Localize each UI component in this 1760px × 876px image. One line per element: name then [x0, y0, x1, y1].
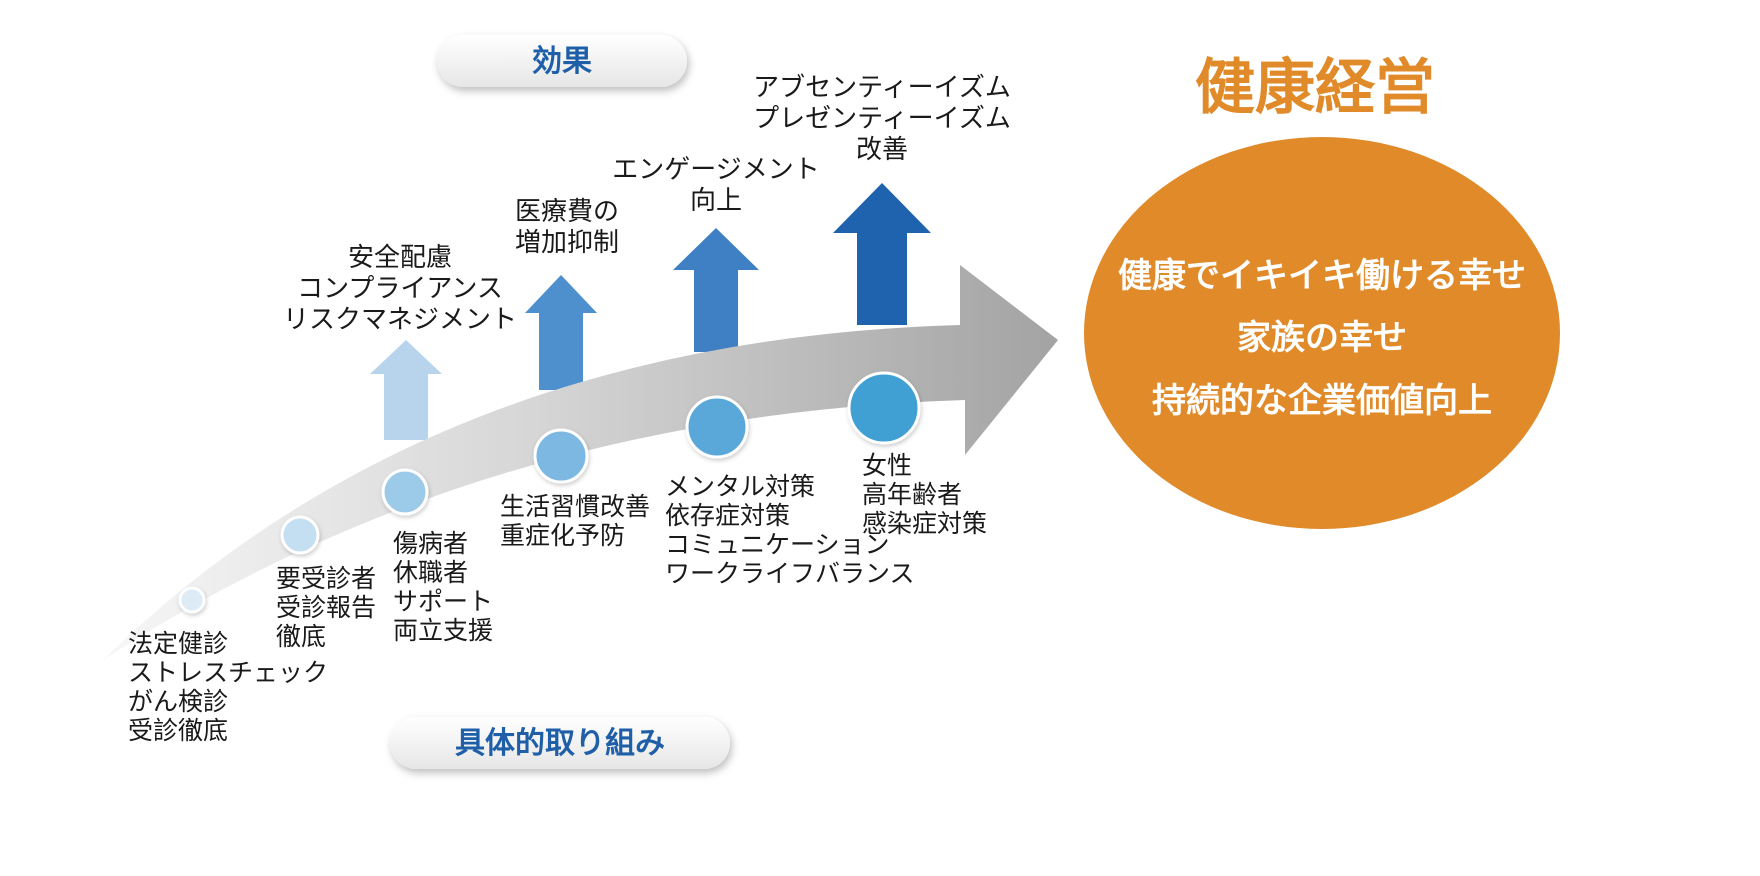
goal-line-1: 健康でイキイキ働ける幸せ [1118, 256, 1526, 296]
effect-label-3-line-2: 向上 [690, 186, 742, 216]
effect-arrows [370, 183, 931, 440]
step-dot-6 [847, 371, 921, 445]
goal-line-2: 家族の幸せ [1237, 318, 1407, 358]
initiatives-pill: 具体的取り組み [390, 717, 730, 769]
step-label-4-line-1: 生活習慣改善 [500, 492, 650, 521]
goal-line-3: 持続的な企業価値向上 [1152, 381, 1492, 421]
step-label-5-line-3: コミュニケーション [665, 530, 890, 559]
effects-pill-label: 効果 [532, 44, 592, 79]
step-label-3-line-2: 休職者 [393, 558, 468, 587]
effect-label-4-line-3: 改善 [856, 135, 908, 165]
step-label-4-line-2: 重症化予防 [500, 521, 625, 550]
effect-arrow-4 [833, 183, 931, 325]
goal-title: 健康経営 [1195, 53, 1435, 123]
step-label-6-line-1: 女性 [862, 451, 912, 480]
effects-pill: 効果 [437, 35, 687, 87]
effect-label-1-line-3: リスクマネジメント [283, 305, 517, 335]
effect-label-2-line-2: 増加抑制 [515, 228, 619, 258]
step-label-3-line-1: 傷病者 [393, 529, 468, 558]
step-label-5-line-2: 依存症対策 [665, 501, 790, 530]
effect-label-1-line-2: コンプライアンス [297, 274, 503, 304]
initiatives-pill-label: 具体的取り組み [455, 726, 665, 761]
effect-label-3-line-1: エンゲージメント [612, 155, 819, 185]
effect-label-4-line-2: プレゼンティーイズム [753, 104, 1011, 134]
step-label-2-line-1: 要受診者 [276, 564, 376, 593]
step-label-5-line-1: メンタル対策 [665, 472, 815, 501]
step-dot-2 [280, 515, 320, 555]
effect-label-4-line-1: アブセンティーイズム [753, 73, 1011, 103]
effect-label-1-line-1: 安全配慮 [348, 243, 452, 273]
step-dot-5 [685, 395, 749, 459]
step-label-1-line-4: 受診徹底 [128, 716, 228, 745]
step-label-5-line-4: ワークライフバランス [665, 559, 915, 588]
step-label-1-line-2: ストレスチェック [128, 658, 328, 687]
progress-curved-arrow [103, 265, 1058, 660]
step-dot-1 [178, 586, 206, 614]
goal-circle [1084, 137, 1560, 529]
step-label-1-line-1: 法定健診 [128, 629, 228, 658]
step-label-1-line-3: がん検診 [128, 687, 228, 716]
step-label-3-line-4: 両立支援 [393, 616, 493, 645]
step-label-3-line-3: サポート [393, 587, 493, 616]
step-dot-4 [533, 428, 589, 484]
effect-label-2-line-1: 医療費の [515, 197, 619, 227]
step-dot-3 [381, 468, 429, 516]
step-label-2-line-2: 受診報告 [276, 593, 376, 622]
effect-arrow-1 [370, 340, 442, 440]
step-label-6-line-2: 高年齢者 [862, 480, 962, 509]
step-dots [178, 371, 921, 614]
effect-arrow-2 [525, 275, 597, 390]
step-label-2-line-3: 徹底 [276, 622, 326, 651]
effect-arrow-3 [673, 228, 759, 352]
step-label-6-line-3: 感染症対策 [862, 509, 987, 538]
